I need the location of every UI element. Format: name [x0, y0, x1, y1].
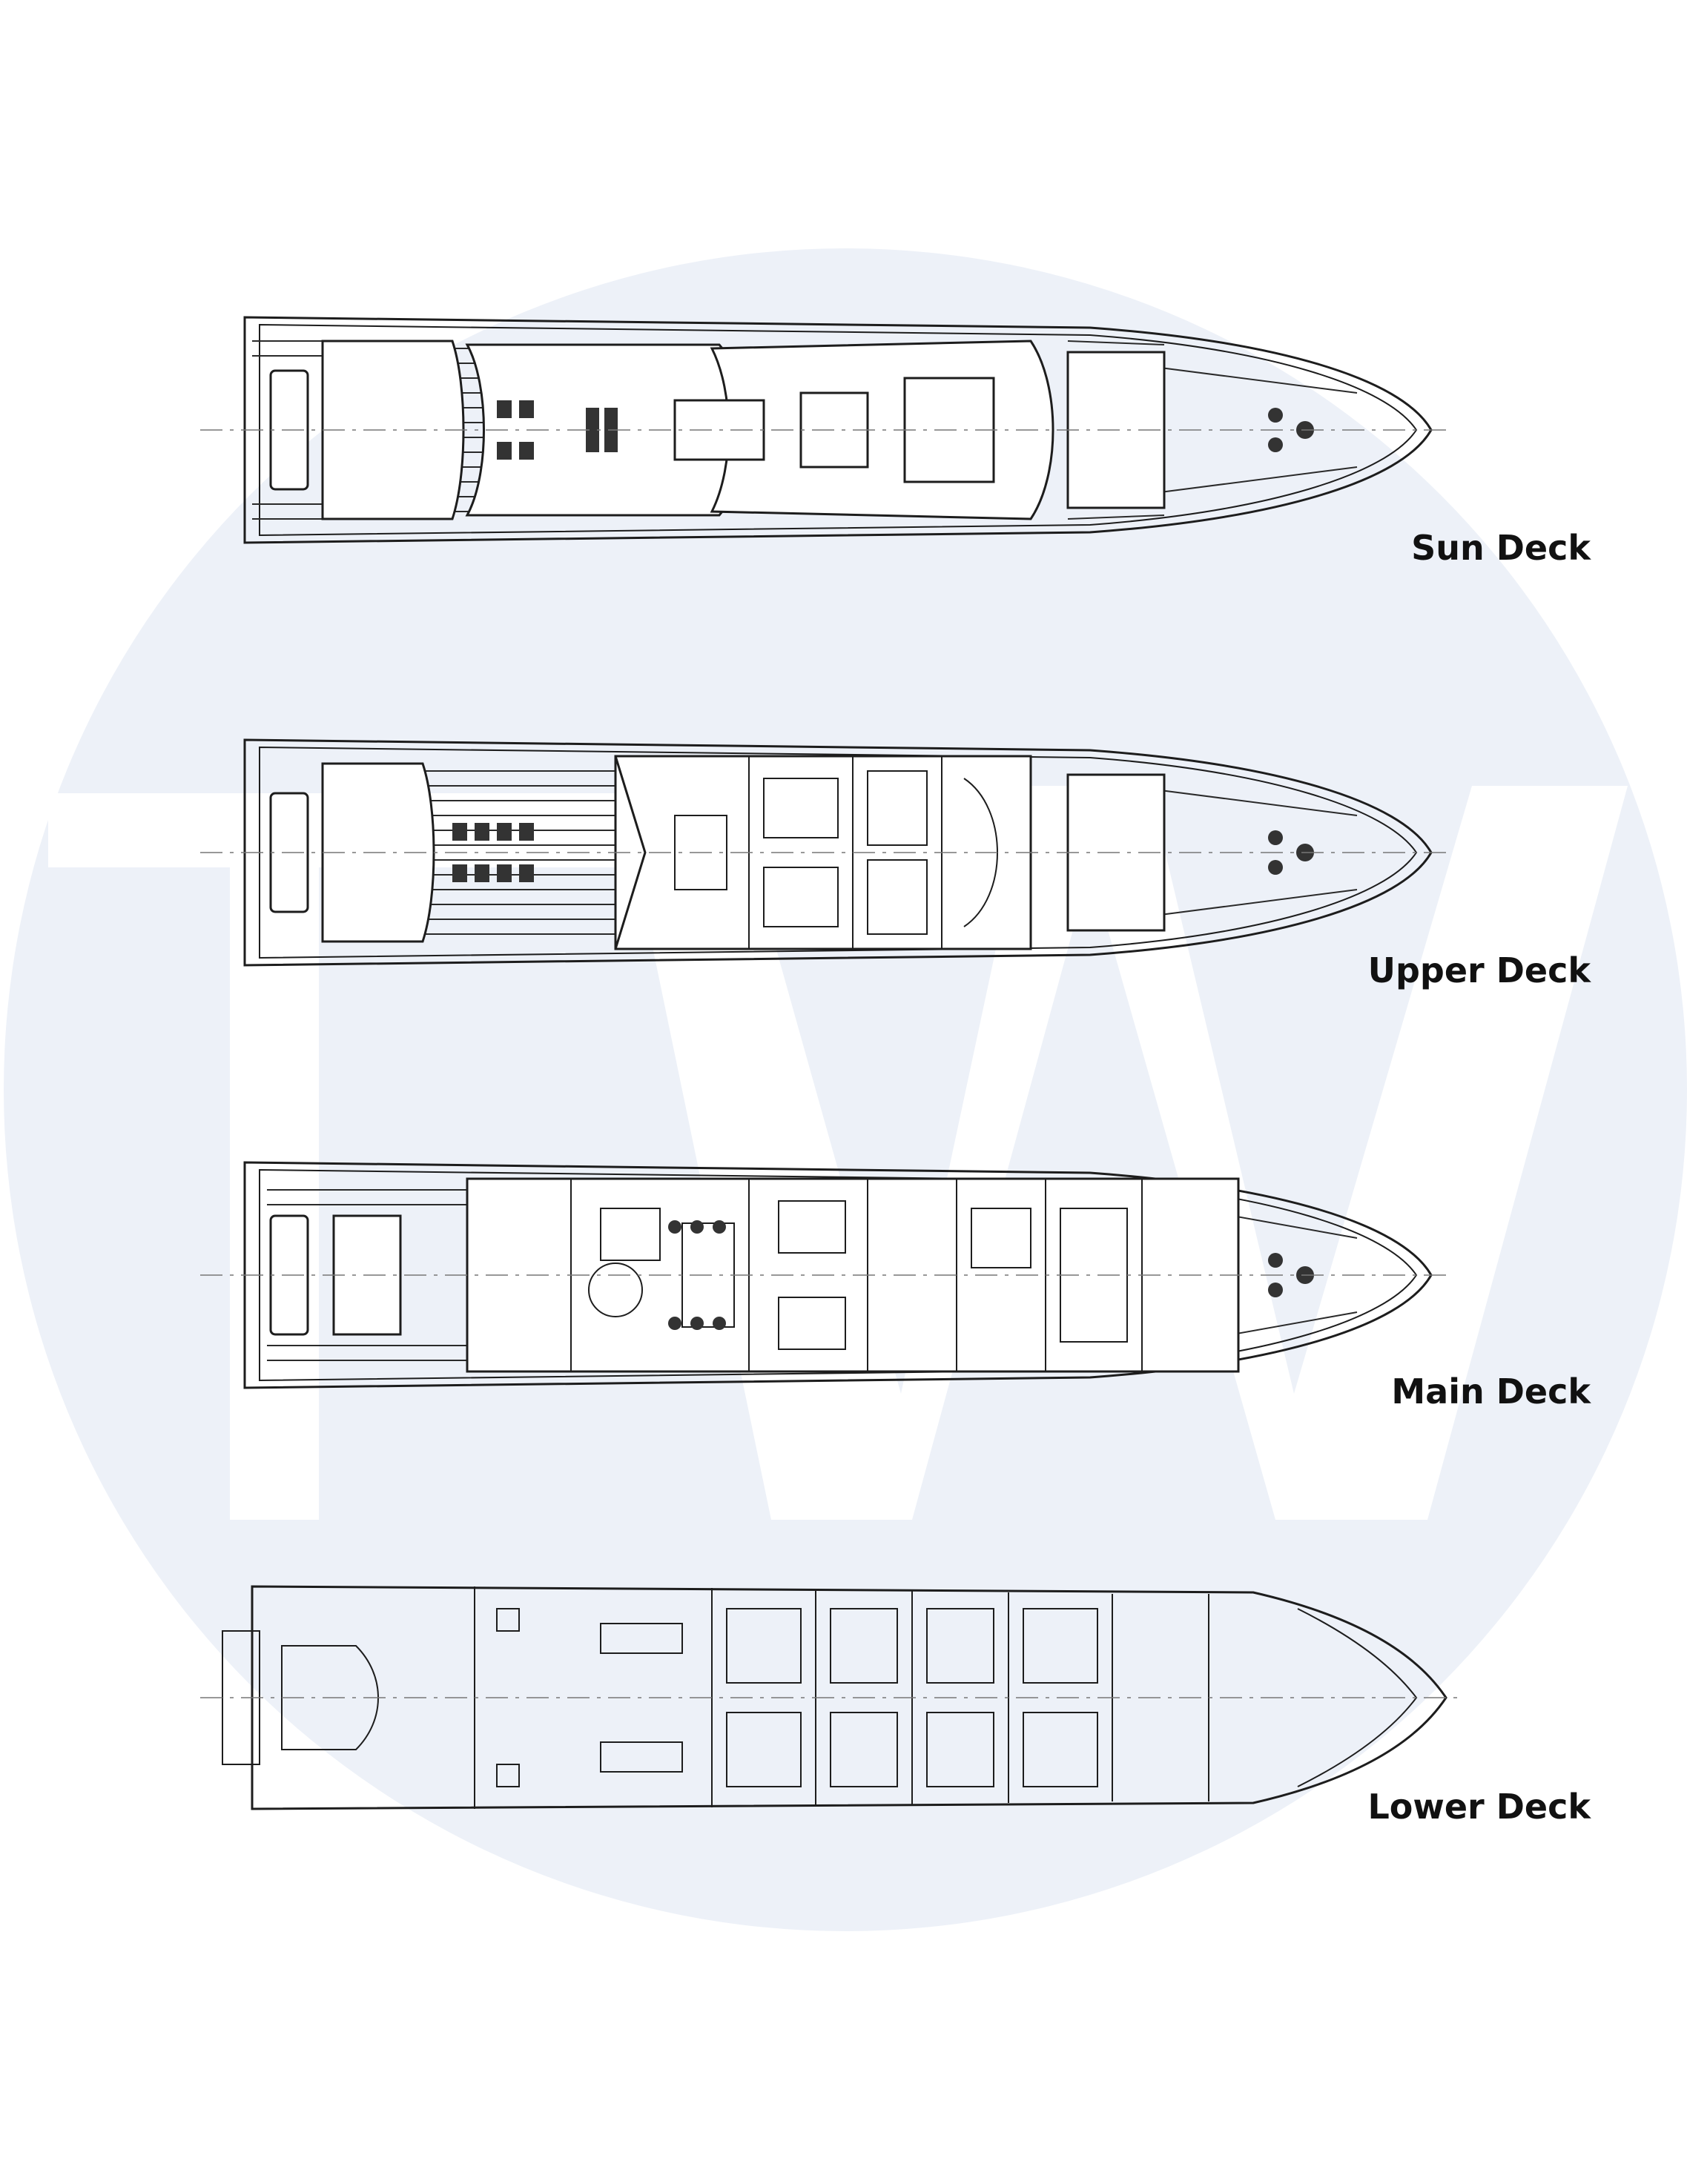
sun-deck-plan: [200, 316, 1453, 544]
main-deck-plan: [200, 1161, 1453, 1389]
lower-deck-plan: [200, 1585, 1461, 1810]
main-deck-label: Main Deck: [1391, 1371, 1591, 1412]
upper-deck-plan: [200, 738, 1453, 967]
lower-deck-label: Lower Deck: [1367, 1787, 1591, 1827]
sun-deck-label: Sun Deck: [1411, 528, 1591, 568]
upper-deck-label: Upper Deck: [1367, 950, 1591, 990]
watermark-disc: [4, 248, 1687, 1931]
